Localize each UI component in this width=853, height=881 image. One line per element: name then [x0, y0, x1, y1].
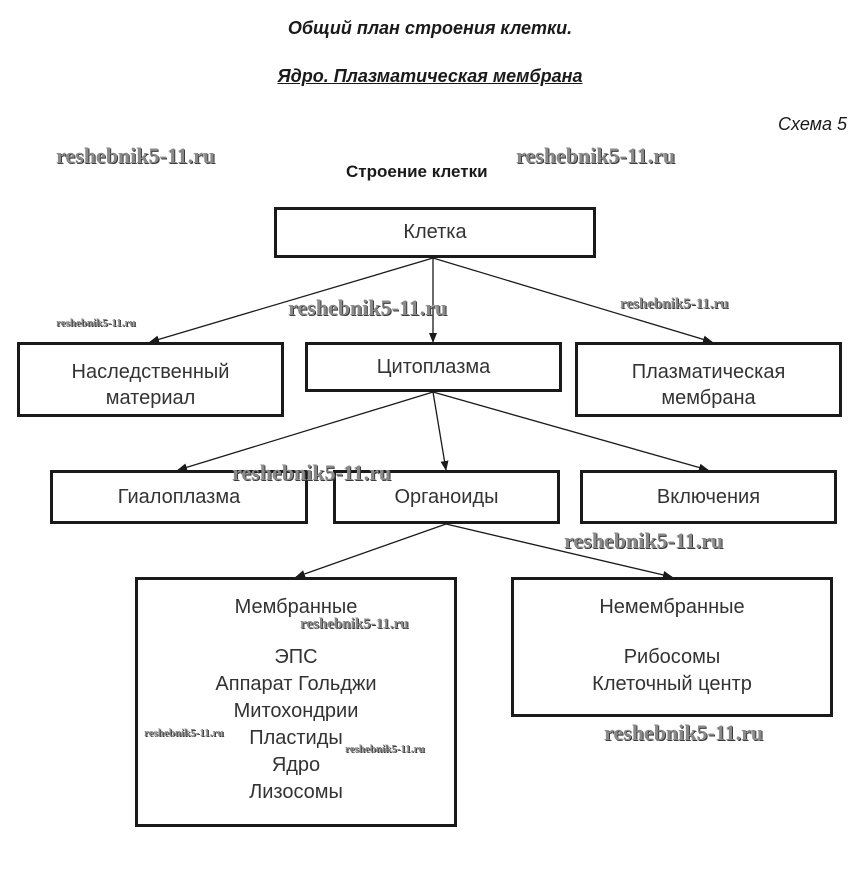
- watermark: reshebnik5-11.ru: [516, 143, 676, 168]
- watermark: reshebnik5-11.ru: [232, 460, 392, 485]
- arrow-cytoplasm-to-organoids: [432, 391, 449, 471]
- watermark: reshebnik5-11.ru: [56, 143, 216, 168]
- membranous-item: Пластиды: [249, 727, 343, 749]
- arrow-cytoplasm-to-inclusions: [432, 391, 709, 472]
- box-hereditary-line-1: Наследственный: [71, 361, 230, 383]
- watermark: reshebnik5-11.ru: [345, 743, 425, 755]
- box-plasma-membrane-line-2: мембрана: [661, 387, 756, 409]
- scheme-number: Схема 5: [778, 114, 847, 134]
- membranous-item: Аппарат Гольджи: [215, 673, 377, 695]
- nonmembranous-item: Клеточный центр: [592, 673, 752, 695]
- box-cell: Клетка: [274, 207, 596, 258]
- watermark: reshebnik5-11.ru: [604, 720, 764, 745]
- nonmembranous-item: Рибосомы: [623, 646, 721, 668]
- watermark: reshebnik5-11.ru: [144, 727, 224, 739]
- watermark: reshebnik5-11.ru: [56, 317, 136, 329]
- watermark: reshebnik5-11.ru: [300, 616, 409, 632]
- membranous-item: Ядро: [271, 754, 321, 776]
- watermark: reshebnik5-11.ru: [620, 296, 729, 312]
- arrow-cell-to-membrane: [432, 257, 713, 344]
- watermark: reshebnik5-11.ru: [564, 528, 724, 553]
- membranous-title: Мембранные: [234, 596, 358, 618]
- arrow-organoids-to-nonmembranous: [445, 523, 673, 579]
- membranous-item: Лизосомы: [249, 781, 343, 803]
- box-plasma-membrane-line-1: Плазматическая: [631, 361, 786, 383]
- box-organoids-label: Органоиды: [394, 485, 499, 508]
- document-subtitle: Ядро. Плазматическая мембрана: [277, 66, 583, 86]
- box-cytoplasm: Цитоплазма: [305, 342, 562, 392]
- box-hereditary-material: Наследственный материал: [17, 342, 284, 417]
- box-inclusions-label: Включения: [656, 485, 761, 508]
- box-cytoplasm-label: Цитоплазма: [376, 355, 491, 378]
- arrow-organoids-to-membranous: [295, 523, 447, 578]
- box-inclusions: Включения: [580, 470, 837, 524]
- box-hyaloplasm: Гиалоплазма: [50, 470, 308, 524]
- box-hereditary-line-2: материал: [105, 387, 196, 409]
- box-membranous-organoids: Мембранные ЭПС Аппарат Гольджи Митохондр…: [135, 577, 457, 827]
- watermark: reshebnik5-11.ru: [288, 295, 448, 320]
- diagram-title: Строение клетки: [346, 162, 488, 181]
- membranous-item: Митохондрии: [233, 700, 359, 722]
- box-nonmembranous-organoids: Немембранные Рибосомы Клеточный центр: [511, 577, 833, 717]
- box-plasma-membrane: Плазматическая мембрана: [575, 342, 842, 417]
- membranous-item: ЭПС: [274, 646, 318, 668]
- box-cell-label: Клетка: [403, 221, 467, 243]
- arrow-cytoplasm-to-hyaloplasm: [177, 391, 434, 472]
- box-hyaloplasm-label: Гиалоплазма: [117, 485, 241, 508]
- nonmembranous-title: Немембранные: [599, 596, 745, 618]
- box-organoids: Органоиды: [333, 470, 560, 524]
- arrow-cell-to-heredity: [149, 257, 434, 344]
- document-title: Общий план строения клетки.: [287, 18, 573, 38]
